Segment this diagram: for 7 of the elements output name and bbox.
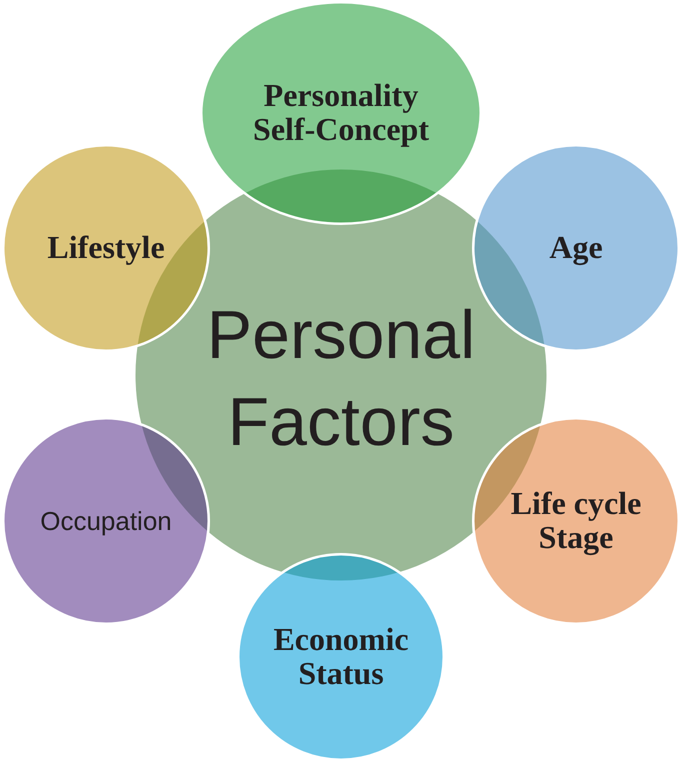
- factor-label: Economic Status: [272, 623, 410, 691]
- factor-label: Occupation: [39, 506, 173, 536]
- factor-label: Age: [548, 231, 604, 265]
- hub-title: Personal Factors: [206, 296, 476, 462]
- factor-label: Life cycle Stage: [510, 487, 642, 555]
- factor-label: Lifestyle: [46, 231, 166, 265]
- factor-label: Personality Self-Concept: [252, 79, 430, 147]
